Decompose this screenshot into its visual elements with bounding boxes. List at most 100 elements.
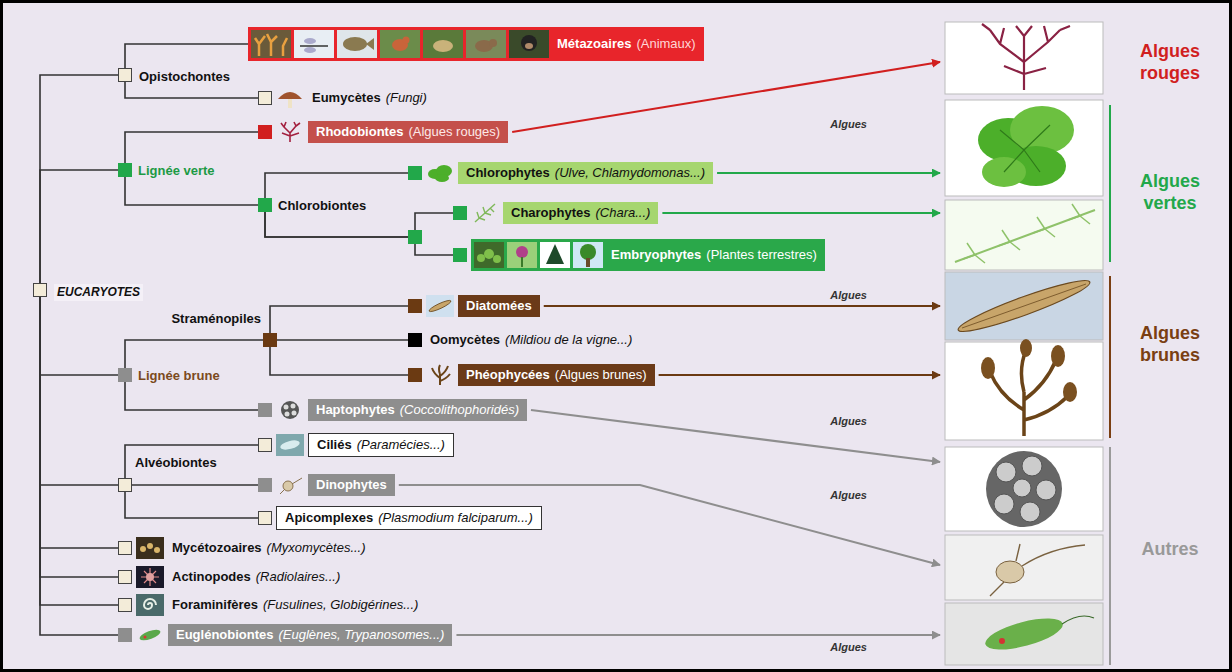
tree-branch: [125, 177, 258, 205]
label-holder: Autres: [1120, 538, 1220, 560]
taxon-label-box: Charophytes(Chara...): [503, 202, 658, 224]
clade-square: [258, 511, 272, 525]
leader-arrow: [456, 634, 940, 636]
band-shape: [85, 282, 877, 432]
photo-panels: [1013, 479, 1031, 497]
organism-photo: [509, 30, 549, 58]
clade-square: [258, 438, 272, 452]
tree-branch: [125, 44, 248, 68]
group-bars: [1109, 447, 1111, 665]
organism-photo: [337, 30, 377, 58]
clade-square: [258, 478, 272, 492]
clade-name: Opistochontes: [139, 68, 230, 85]
photo-panels: [945, 342, 1103, 440]
clade-square: EUCARYOTES: [33, 283, 47, 297]
group-label: Algues vertes: [1120, 170, 1220, 214]
label-holder: Algues: [830, 114, 867, 132]
organism-photo: [507, 242, 537, 268]
organism-photo: [294, 30, 334, 58]
taxon-examples: (Paramécies...): [357, 437, 445, 453]
organism-photo: [516, 246, 528, 258]
lineage-band: AlguesDinophytes: [245, 467, 877, 505]
taxon-label-box: Rhodobiontes(Algues rouges): [308, 121, 508, 143]
organism-icon: [136, 594, 164, 616]
photo-panels: [945, 22, 1103, 665]
organism-icon: [281, 122, 300, 142]
organism-icon: [428, 165, 452, 182]
organism-icon: [276, 434, 304, 456]
clade-square: Alvéobiontes: [118, 478, 132, 492]
organism-photo: [343, 37, 367, 51]
organism-photo: [509, 30, 549, 58]
taxon-label-box: Euglénobiontes(Euglènes, Trypanosomes...…: [168, 624, 452, 646]
organism-icon: [278, 92, 302, 99]
tree-branch: [40, 297, 118, 635]
band-note: Algues: [830, 289, 867, 301]
leader-arrow: [662, 212, 940, 214]
tree-branch: [40, 170, 118, 283]
label-holder: Alvéobiontes: [135, 453, 217, 471]
organism-icon: [432, 365, 450, 385]
junction-square: [408, 230, 422, 244]
group-label: Algues rouges: [1120, 40, 1220, 84]
label-holder: Algues rouges: [1120, 40, 1220, 84]
organism-photo: [423, 30, 463, 58]
organism-icon: [279, 439, 300, 452]
photo-panels: [999, 638, 1005, 644]
taxon-label-box: Ciliés(Paramécies...): [308, 433, 454, 457]
organism-photo: [251, 30, 291, 58]
tree-branch: [125, 132, 258, 163]
tree-branch: [40, 297, 118, 548]
organism-photo: [380, 30, 420, 58]
organism-icon: [426, 162, 454, 184]
taxon-label-box: Phéophycées(Algues brunes): [458, 364, 655, 386]
photo-panels: [945, 447, 1103, 531]
taxon-row: Oomycètes(Mildiou de la vigne...): [408, 332, 636, 348]
clade-square: Lignée verte: [118, 163, 132, 177]
taxon-examples: (Myxomycètes...): [267, 540, 366, 556]
organism-icon: [136, 624, 164, 646]
photo-panels: [1051, 345, 1065, 367]
tree-branch: [270, 347, 408, 375]
photo-panels: [994, 456, 1056, 522]
leader-arrows: [399, 62, 940, 635]
organism-icon: [276, 87, 304, 109]
clade-name: Lignée brune: [138, 367, 220, 384]
taxon-row: Diatomées: [408, 295, 540, 317]
taxon-label-box: Diatomées: [458, 295, 540, 317]
label-holder: Algues: [830, 285, 867, 303]
photo-panels: [945, 200, 1103, 270]
taxon-examples: (Fungi): [386, 90, 427, 106]
organism-photo: [525, 43, 533, 49]
clade-square: Opistochontes: [118, 68, 132, 82]
taxon-row: Actinopodes(Radiolaires...): [118, 566, 344, 588]
photo-panels: [1000, 125, 1050, 172]
photo-panels: [945, 22, 1103, 94]
organism-photo: [337, 30, 377, 58]
label-holder: Algues: [830, 411, 867, 429]
photo-panels: [981, 339, 1077, 402]
taxon-name: Diatomées: [466, 298, 532, 314]
organism-photo: [255, 34, 287, 56]
organism-photo: [300, 45, 328, 47]
clade-square: [258, 403, 272, 417]
organism-photo: [477, 254, 485, 262]
tree-branch: [40, 75, 118, 283]
organism-photo: [474, 242, 504, 268]
taxon-name: Foraminifères: [172, 597, 258, 613]
tree-branch: [125, 492, 258, 518]
photo-panels: [996, 561, 1024, 583]
organism-photo: [540, 242, 570, 268]
tree-branch: [125, 82, 258, 98]
organism-icon: [475, 204, 495, 222]
organism-icon: [276, 474, 304, 496]
organism-icon: [141, 568, 159, 586]
photo-panels: [986, 451, 1062, 527]
organism-icon: [471, 202, 499, 224]
organism-icon: [140, 543, 160, 553]
taxon-examples: (Plasmodium falciparum...): [378, 510, 533, 526]
organism-photo: [474, 242, 504, 268]
label-holder: Opistochontes: [139, 67, 230, 85]
organism-icon: [432, 365, 450, 385]
lineage-band: AlguesEuglénobiontes(Euglènes, Trypanoso…: [100, 617, 877, 657]
